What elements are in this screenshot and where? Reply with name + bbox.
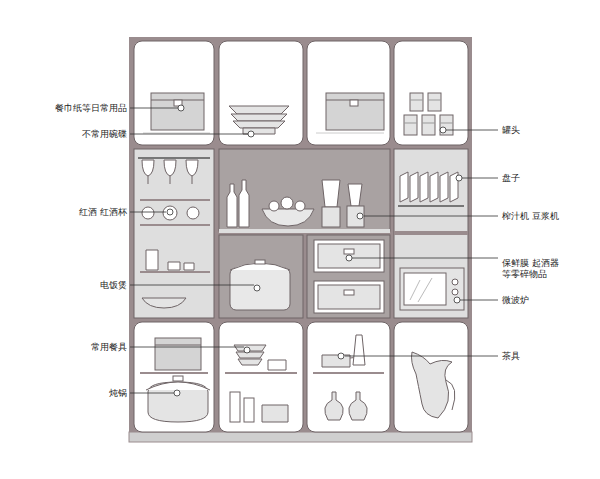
callout-label: 炖锅 bbox=[109, 388, 127, 399]
callout-label: 微波炉 bbox=[502, 295, 529, 306]
callout-label: 常用餐具 bbox=[91, 342, 127, 353]
callout-label: 不常用碗碟 bbox=[82, 129, 127, 140]
callout-label: 红酒 红酒杯 bbox=[79, 207, 127, 218]
callout-label: 罐头 bbox=[502, 125, 520, 136]
callout-label: 茶具 bbox=[502, 351, 520, 362]
callout-label: 榨汁机 豆浆机 bbox=[502, 211, 559, 222]
callout-label: 盘子 bbox=[502, 173, 520, 184]
callout-label: 保鲜膜 起酒器 等零碎物品 bbox=[502, 258, 566, 280]
callout-label: 餐巾纸等日常用品 bbox=[55, 103, 127, 114]
callout-label: 电饭煲 bbox=[100, 280, 127, 291]
